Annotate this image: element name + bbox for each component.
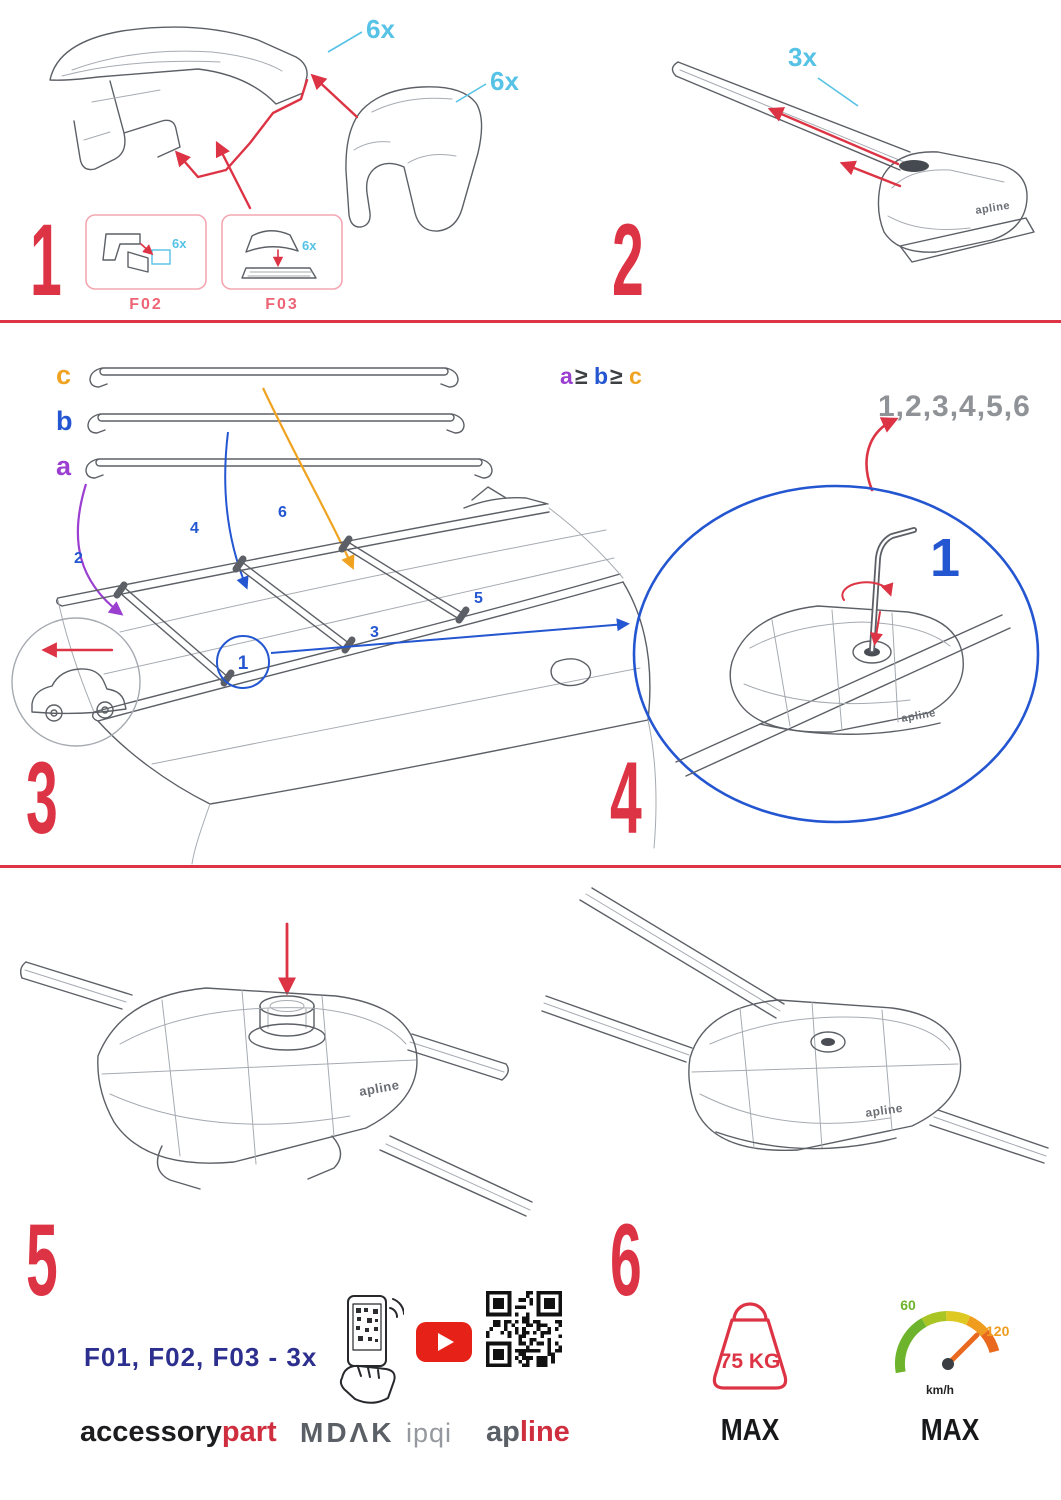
accessorypart-logo-red: part	[221, 1416, 277, 1448]
gauge-needle	[945, 1332, 980, 1367]
qr-scan-phone-icon	[339, 1295, 404, 1404]
max-weight-label: MAX	[720, 1412, 780, 1447]
step1-qty-cover: 6x	[490, 66, 519, 96]
part-box-f02: 6x	[85, 214, 207, 290]
step-3-drawing: c b a a ≥ b ≥ c	[11, 360, 657, 865]
step1-box1-qty: 6x	[172, 236, 187, 251]
step1-box1-label: F02	[129, 296, 163, 313]
step-4-number: 4	[610, 741, 642, 855]
position-6: 6	[278, 504, 287, 521]
torque-arrows	[841, 581, 894, 646]
crossbar-set	[85, 367, 493, 479]
step1-box2-label: F03	[265, 296, 299, 313]
qty-bar-leader	[817, 77, 859, 107]
qr-code	[486, 1291, 562, 1367]
bar-label-c: c	[56, 360, 71, 390]
apline-logo-red: line	[519, 1416, 570, 1448]
bar-label-b: b	[56, 406, 73, 436]
phone-qr-pixels	[356, 1308, 378, 1342]
step4-foot-brand: apline	[900, 707, 936, 725]
position-1: 1	[238, 653, 249, 674]
speed-unit-label: km/h	[926, 1383, 954, 1397]
max-speed-label: MAX	[920, 1412, 980, 1447]
bar-label-a: a	[56, 451, 72, 481]
mounted-foot-drawing	[541, 887, 1049, 1164]
step-5-drawing: apline	[19, 922, 533, 1217]
size-rule: a ≥ b ≥ c	[560, 363, 642, 389]
step6-foot-brand: apline	[864, 1101, 903, 1120]
step2-slide-arrows	[767, 107, 902, 188]
step5-foot-brand: apline	[358, 1077, 401, 1099]
mdak-logo: MDΛK	[300, 1417, 395, 1448]
zoom-circle	[632, 484, 1040, 824]
sequence-start-number: 1	[930, 528, 960, 588]
arrow-bar-b	[224, 431, 249, 590]
step-6-drawing: apline	[541, 887, 1049, 1164]
qty-cover-leader	[455, 83, 487, 103]
crossbar-drawing	[671, 61, 1035, 263]
rule-b: b	[594, 363, 608, 389]
allen-key-icon	[869, 527, 917, 653]
step-4-drawing: 1,2,3,4,5,6 1 apline	[632, 390, 1040, 824]
max-weight-value: 75 KG	[720, 1350, 781, 1373]
position-1-circle	[216, 635, 270, 689]
cover-drawing	[345, 86, 483, 232]
qty-clamp-leader	[327, 31, 363, 53]
accessorypart-logo-black: accessory	[80, 1416, 222, 1448]
section-divider-bottom	[0, 865, 1061, 868]
step1-box2-qty: 6x	[302, 238, 317, 253]
step2-qty: 3x	[788, 42, 817, 72]
step-1-number: 1	[30, 203, 62, 317]
rule-c: c	[629, 363, 642, 389]
step2-foot-brand: apline	[975, 200, 1011, 217]
gauge-hub	[942, 1358, 954, 1370]
youtube-play-triangle	[438, 1333, 454, 1351]
ipqi-logo: ipqi	[406, 1418, 453, 1448]
step-5-number: 5	[26, 1203, 58, 1317]
sequence-arrow	[865, 417, 899, 492]
step-6-number: 6	[610, 1203, 642, 1317]
position-4: 4	[190, 520, 199, 537]
step-3-number: 3	[26, 741, 58, 855]
car-roof-drawing	[55, 486, 657, 865]
youtube-icon	[416, 1322, 472, 1362]
car-direction-inset	[11, 617, 141, 747]
kit-contents-line: F01, F02, F03 - 3x	[84, 1342, 318, 1372]
max-speed-gauge-icon: 60 120 km/h	[895, 1297, 1010, 1397]
speed-max-value-label: 120	[986, 1323, 1010, 1339]
foot-knob-drawing	[19, 961, 533, 1217]
zoom-foot-drawing	[675, 605, 1011, 777]
rule-ge1: ≥	[575, 363, 588, 389]
max-weight-icon: 75 KG	[712, 1302, 788, 1390]
foot-clamp-drawing	[49, 26, 308, 171]
position-2: 2	[74, 550, 83, 567]
section-divider-top	[0, 320, 1061, 323]
tightening-sequence: 1,2,3,4,5,6	[878, 390, 1031, 423]
arrow-bar-a	[76, 483, 124, 616]
accessorypart-logo: accessorypart	[80, 1416, 277, 1449]
speed-min-label: 60	[900, 1297, 916, 1313]
rule-ge2: ≥	[610, 363, 623, 389]
step-1-drawing: 6x 6x 6x 6x F02 F03	[49, 14, 519, 313]
step-2-drawing: apline 3x	[671, 42, 1035, 263]
step-2-number: 2	[612, 203, 644, 317]
part-box-f03: 6x	[221, 214, 343, 290]
position-5: 5	[474, 590, 483, 607]
position-numbers: 2 4 6 3 5 1	[74, 504, 630, 689]
zoom-callout-arrow	[270, 618, 630, 654]
step1-assembly-arrows	[174, 73, 359, 210]
position-3: 3	[370, 624, 379, 641]
apline-logo: apline	[486, 1416, 570, 1449]
rule-a: a	[560, 363, 573, 389]
step1-qty-clamp: 6x	[366, 14, 395, 44]
apline-logo-gray: ap	[486, 1416, 520, 1448]
